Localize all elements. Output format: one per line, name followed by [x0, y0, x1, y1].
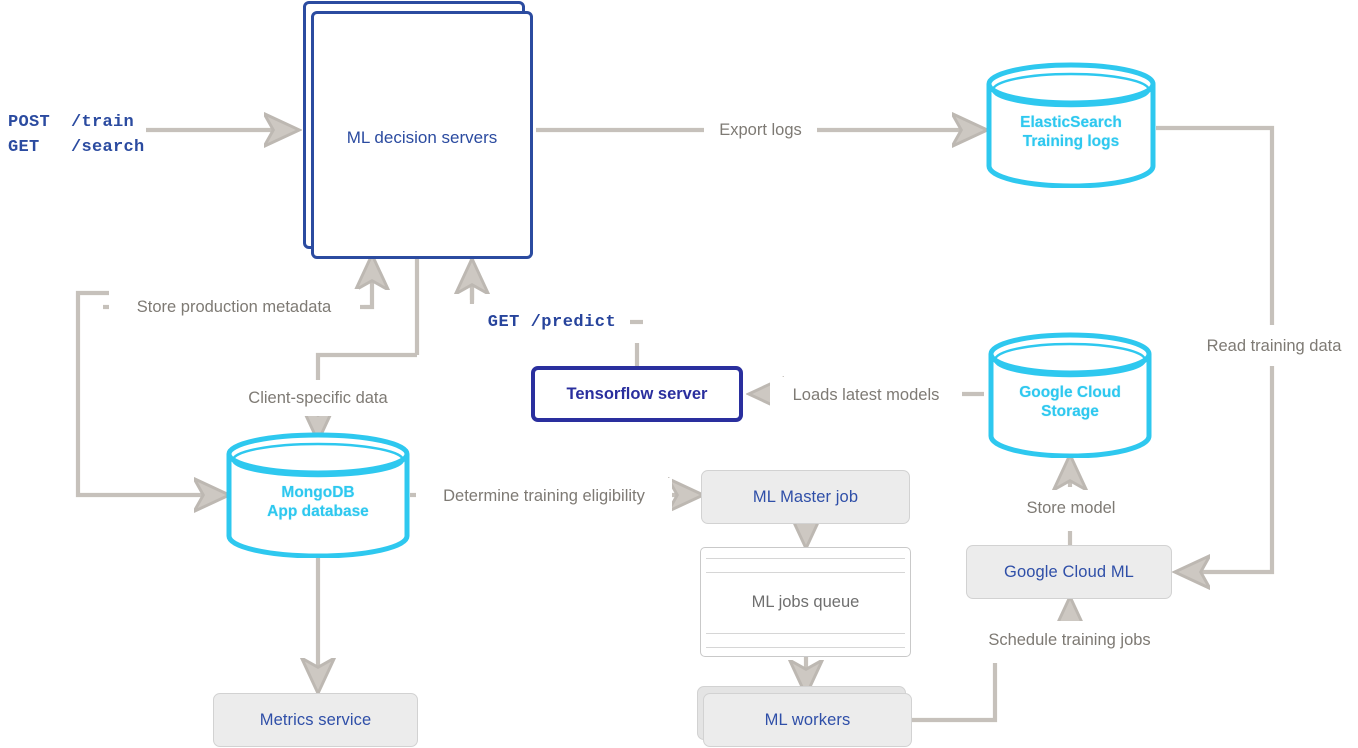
ml-decision-servers-label: ML decision servers [346, 128, 498, 147]
api-get-search: GET /search [8, 138, 145, 157]
edge-label-client-specific-data: Client-specific data [221, 380, 415, 416]
google-cloud-ml-label: Google Cloud ML [1004, 562, 1134, 581]
edge-metadata-up-to-servers [364, 258, 372, 310]
ml-workers-label: ML workers [764, 710, 851, 729]
ml-workers[interactable]: ML workers [703, 693, 912, 747]
ml-master-job[interactable]: ML Master job [701, 470, 910, 524]
cylinder-shape [226, 432, 410, 558]
tensorflow-server[interactable]: Tensorflow server [531, 366, 743, 422]
google-cloud-ml[interactable]: Google Cloud ML [966, 545, 1172, 599]
edge-label-loads-latest-models: Loads latest models [770, 377, 962, 413]
edge-label-store-model: Store model [1008, 490, 1134, 526]
ml-jobs-queue[interactable]: ML jobs queue [700, 547, 911, 657]
edge-label-store-production-metadata: Store production metadata [109, 289, 359, 325]
mongodb-database[interactable]: MongoDB App database [226, 432, 410, 558]
queue-divider-4 [706, 647, 905, 648]
edge-label-export-logs: Export logs [704, 113, 817, 147]
edge-label-read-training-data: Read training data [1190, 327, 1358, 365]
edge-readdata-to-gcml [1178, 366, 1275, 572]
queue-divider-2 [706, 572, 905, 573]
queue-divider-3 [706, 633, 905, 634]
mongodb-label-line2: App database [267, 503, 369, 520]
ml-master-job-label: ML Master job [752, 487, 859, 506]
elasticsearch-database[interactable]: ElasticSearch Training logs [986, 62, 1156, 188]
elasticsearch-label-line2: Training logs [1022, 133, 1120, 150]
ml-decision-servers[interactable]: ML decision servers [311, 11, 533, 259]
mongodb-label-line1: MongoDB [281, 484, 355, 501]
cylinder-shape [988, 332, 1152, 458]
edge-label-schedule-training-jobs: Schedule training jobs [966, 621, 1173, 659]
google-cloud-storage-label-line2: Storage [1041, 403, 1099, 420]
ml-jobs-queue-label: ML jobs queue [751, 593, 860, 611]
elasticsearch-label-line1: ElasticSearch [1020, 114, 1122, 131]
google-cloud-storage-label-line1: Google Cloud [1019, 384, 1121, 401]
api-post-train: POST /train [8, 113, 135, 132]
queue-divider-1 [706, 558, 905, 559]
cylinder-shape [986, 62, 1156, 188]
edge-workers-to-schedule [912, 663, 998, 723]
edge-label-get-predict: GET /predict [474, 303, 630, 341]
edge-elasticsearch-to-readdata [1156, 125, 1275, 325]
metrics-service-label: Metrics service [259, 710, 372, 729]
edge-servers-to-clientdata [315, 352, 417, 380]
google-cloud-storage-database[interactable]: Google Cloud Storage [988, 332, 1152, 458]
metrics-service[interactable]: Metrics service [213, 693, 418, 747]
tensorflow-server-label: Tensorflow server [566, 384, 708, 403]
edge-label-determine-training-eligibility: Determine training eligibility [416, 478, 672, 514]
